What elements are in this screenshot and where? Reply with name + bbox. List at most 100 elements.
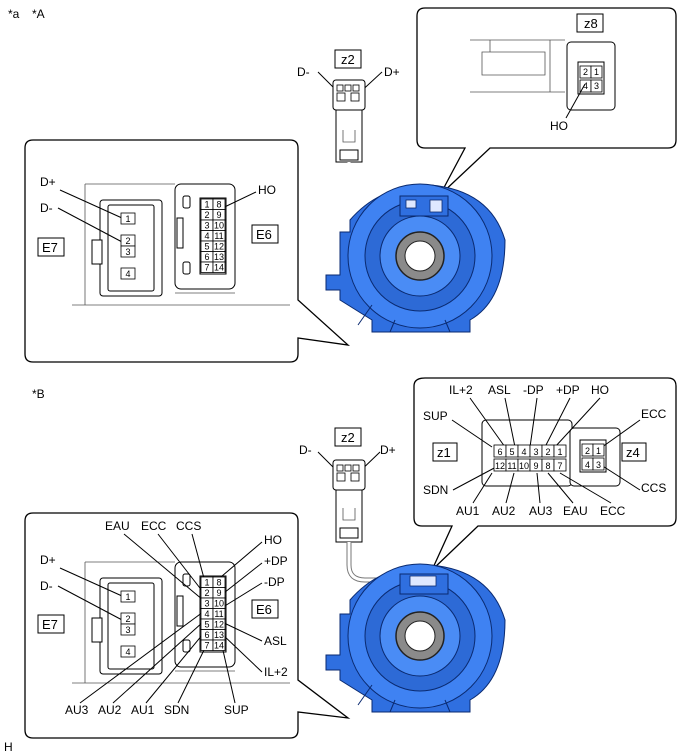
e6pinsB-pin-7: 7 bbox=[204, 641, 209, 651]
z1-pin-7: 7 bbox=[557, 461, 562, 471]
e7pinsB-pin-1-cell bbox=[120, 590, 136, 603]
z1-pin-10: 10 bbox=[519, 461, 529, 471]
e7pinsB-pin-4-cell bbox=[120, 645, 136, 658]
e6pinsB-pin-9: 9 bbox=[216, 588, 221, 598]
e6pinsB-pin-6: 6 bbox=[204, 630, 209, 640]
z2-b-dplus: D+ bbox=[380, 443, 396, 457]
clock-spring-a bbox=[325, 183, 506, 333]
z8-pin-2: 2 bbox=[583, 67, 588, 77]
b-bot-au1: AU1 bbox=[456, 504, 480, 518]
e6-b-ho: HO bbox=[264, 533, 282, 547]
e7pinsA-pin-4: 4 bbox=[125, 269, 130, 279]
callout-z1-z4: IL+2 ASL -DP +DP HO SUP ECC z1 z4 SDN CC… bbox=[413, 377, 677, 571]
clock-spring-b bbox=[325, 563, 506, 713]
z4-pin-4: 4 bbox=[585, 460, 590, 470]
b-ecc-top: ECC bbox=[641, 407, 667, 421]
e6pinsB-pin-12: 12 bbox=[214, 620, 224, 630]
e6pinsB-pin-8: 8 bbox=[216, 578, 221, 588]
z1-pin-2: 2 bbox=[545, 447, 550, 457]
e6pinsA-pin-11: 11 bbox=[214, 231, 223, 241]
e6pinsA-pin-10: 10 bbox=[214, 221, 224, 231]
e6-a-ho: HO bbox=[258, 183, 276, 197]
footer-code: H bbox=[4, 740, 13, 754]
e6pinsA-pin-5: 5 bbox=[204, 242, 209, 252]
e7pinsA-pin-2: 2 bbox=[125, 236, 130, 246]
e7pinsA-pin-1-cell bbox=[120, 212, 136, 225]
e6pinsB-pin-1: 1 bbox=[204, 578, 209, 588]
e7pinsA-pin-1: 1 bbox=[125, 214, 130, 224]
e6-b-eau: EAU bbox=[105, 519, 130, 533]
b-bot-ecc: ECC bbox=[600, 504, 626, 518]
e6-b-ecc: ECC bbox=[141, 519, 167, 533]
z2-a-id: z2 bbox=[341, 52, 355, 67]
e7pinsB-pin-3-cell bbox=[120, 623, 136, 636]
e6-b-au2: AU2 bbox=[98, 703, 122, 717]
e6pinsB-pin-2: 2 bbox=[204, 588, 209, 598]
z1-pin-3: 3 bbox=[533, 447, 538, 457]
e6-b-ccs: CCS bbox=[176, 519, 201, 533]
z4-pin-1: 1 bbox=[596, 446, 601, 456]
label-A: *A bbox=[32, 7, 45, 21]
e6pinsA-pin-8: 8 bbox=[216, 200, 221, 210]
e6pinsA-pin-3: 3 bbox=[204, 221, 209, 231]
e7-b-dplus: D+ bbox=[40, 553, 56, 567]
label-B: *B bbox=[32, 387, 45, 401]
b-bot-au3: AU3 bbox=[529, 504, 553, 518]
e7pinsB-pin-4: 4 bbox=[125, 647, 130, 657]
e7-b-dminus: D- bbox=[40, 579, 53, 593]
z1-pin-1-cell bbox=[553, 444, 567, 458]
z2-a-dplus: D+ bbox=[384, 65, 400, 79]
z2-connector-b: z2 D- D+ bbox=[299, 427, 410, 583]
e7-b-id: E7 bbox=[42, 617, 58, 632]
e6pinsA-pin-9: 9 bbox=[216, 210, 221, 220]
z2-b-dminus: D- bbox=[299, 443, 312, 457]
e6-b-asl: ASL bbox=[264, 634, 287, 648]
e6pinsA-pin-6: 6 bbox=[204, 252, 209, 262]
z1-pin-6: 6 bbox=[497, 447, 502, 457]
e7pinsA-pin-3-cell bbox=[120, 245, 136, 258]
z8-id: z8 bbox=[584, 16, 598, 31]
label-a: *a bbox=[8, 7, 20, 21]
z1-pin-12: 12 bbox=[495, 461, 505, 471]
callout-left-a bbox=[24, 139, 351, 363]
e7-connector-a: E7 E6 D+ D- HO bbox=[37, 175, 279, 257]
e6pinsB-pin-13: 13 bbox=[214, 630, 224, 640]
z1-pin-1: 1 bbox=[557, 447, 562, 457]
e6pinsA-pin-12: 12 bbox=[214, 242, 224, 252]
e6pinsA-pin-13: 13 bbox=[214, 252, 224, 262]
b-bot-au2: AU2 bbox=[492, 504, 516, 518]
e6pinsA-pin-1: 1 bbox=[204, 200, 209, 210]
e7-b-pins: 1 23 4 bbox=[120, 590, 136, 658]
callout-left-b: E7 E6 D+ D- EAU ECC CCS HO +DP -DP ASL I… bbox=[24, 512, 351, 739]
e7pinsA-pin-4-cell bbox=[120, 267, 136, 280]
z1-pin-11: 11 bbox=[507, 461, 516, 471]
b-top-dpm: -DP bbox=[523, 383, 544, 397]
e7pinsB-pin-1: 1 bbox=[125, 592, 130, 602]
e6pinsB-pin-10: 10 bbox=[214, 599, 224, 609]
e6-b-dpp: +DP bbox=[264, 554, 288, 568]
e6-b-dpm: -DP bbox=[264, 575, 285, 589]
e6-b-au3: AU3 bbox=[65, 703, 89, 717]
z4-id: z4 bbox=[626, 445, 640, 460]
e6pinsB-pin-5: 5 bbox=[204, 620, 209, 630]
e6-b-id: E6 bbox=[256, 602, 272, 617]
e6pinsB-pin-14: 14 bbox=[214, 641, 224, 651]
z1-pin-9: 9 bbox=[533, 461, 538, 471]
e7pinsB-pin-3: 3 bbox=[125, 625, 130, 635]
e6-b-sdn: SDN bbox=[164, 703, 189, 717]
e7pinsB-pin-2: 2 bbox=[125, 614, 130, 624]
e7-a-dplus: D+ bbox=[40, 175, 56, 189]
e6-a-id: E6 bbox=[256, 227, 272, 242]
e6pinsA-pin-14-cell bbox=[212, 261, 226, 273]
z4-pin-1-cell bbox=[592, 443, 605, 457]
b-sdn: SDN bbox=[423, 483, 448, 497]
e6pinsA-pin-7: 7 bbox=[204, 263, 209, 273]
e6pinsB-pin-11: 11 bbox=[214, 609, 223, 619]
z4-pin-3-cell bbox=[592, 457, 605, 471]
z8-ho-label: HO bbox=[550, 119, 568, 133]
